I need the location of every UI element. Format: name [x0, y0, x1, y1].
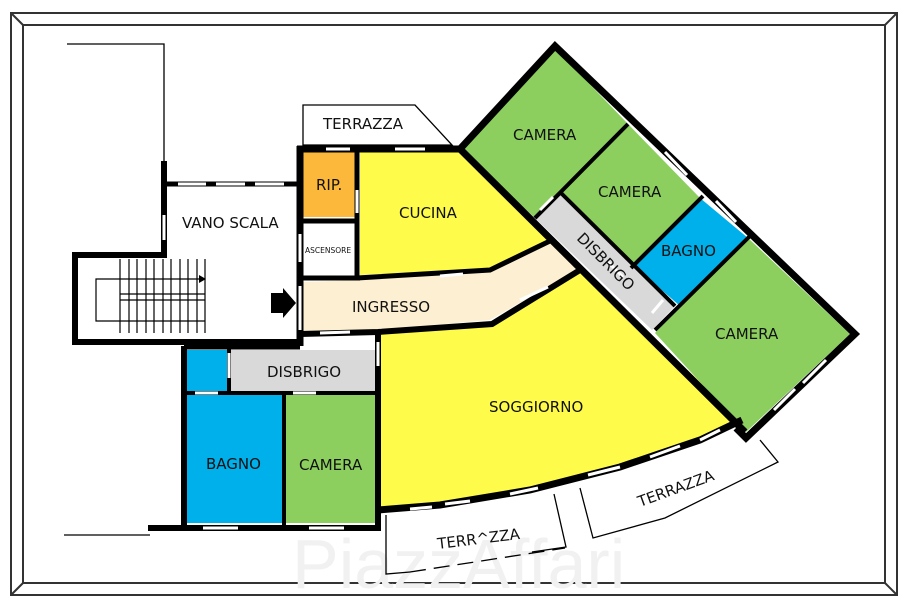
picture-frame — [10, 12, 898, 596]
bagno-right-area — [634, 198, 748, 306]
building-outline — [64, 43, 165, 536]
entrance-arrow-icon — [271, 288, 296, 318]
label-camera-4: CAMERA — [299, 456, 363, 474]
label-ascensore: ASCENSORE — [305, 246, 351, 255]
cucina-area — [360, 150, 550, 275]
ascensore-area — [303, 225, 353, 275]
stair-arrow-icon — [199, 275, 206, 283]
disbrigo-diag-area — [535, 192, 675, 330]
disbrigo-left-area — [230, 350, 376, 391]
camera-1-area — [460, 48, 628, 218]
label-soggiorno: SOGGIORNO — [489, 398, 583, 416]
ripostiglio-area — [303, 150, 356, 217]
bagno-left-area — [187, 395, 282, 523]
staircase — [95, 256, 206, 334]
room-fills — [75, 48, 850, 523]
label-camera-3: CAMERA — [715, 325, 779, 343]
label-vano-scala: VANO SCALA — [182, 214, 279, 232]
label-bagno-right: BAGNO — [661, 242, 716, 260]
label-cucina: CUCINA — [399, 204, 458, 222]
label-ripostiglio: RIP. — [316, 176, 342, 194]
label-disbrigo-left: DISBRIGO — [267, 363, 341, 381]
label-ingresso: INGRESSO — [352, 298, 430, 316]
label-terrazza-bottom-right: TERRAZZA — [634, 466, 717, 511]
ingresso-area — [303, 243, 580, 332]
label-terrazza-top: TERRAZZA — [322, 115, 404, 133]
camera-4-area — [286, 395, 376, 523]
soggiorno-area — [378, 272, 740, 508]
label-camera-1: CAMERA — [513, 126, 577, 144]
terraces-bottom — [385, 439, 780, 575]
label-camera-2: CAMERA — [598, 183, 662, 201]
bagno-small-area — [187, 350, 227, 391]
camera-3-area — [655, 238, 850, 432]
windows-doors — [162, 78, 828, 530]
label-bagno-left: BAGNO — [206, 455, 261, 473]
terrazza-top-area — [302, 104, 454, 146]
